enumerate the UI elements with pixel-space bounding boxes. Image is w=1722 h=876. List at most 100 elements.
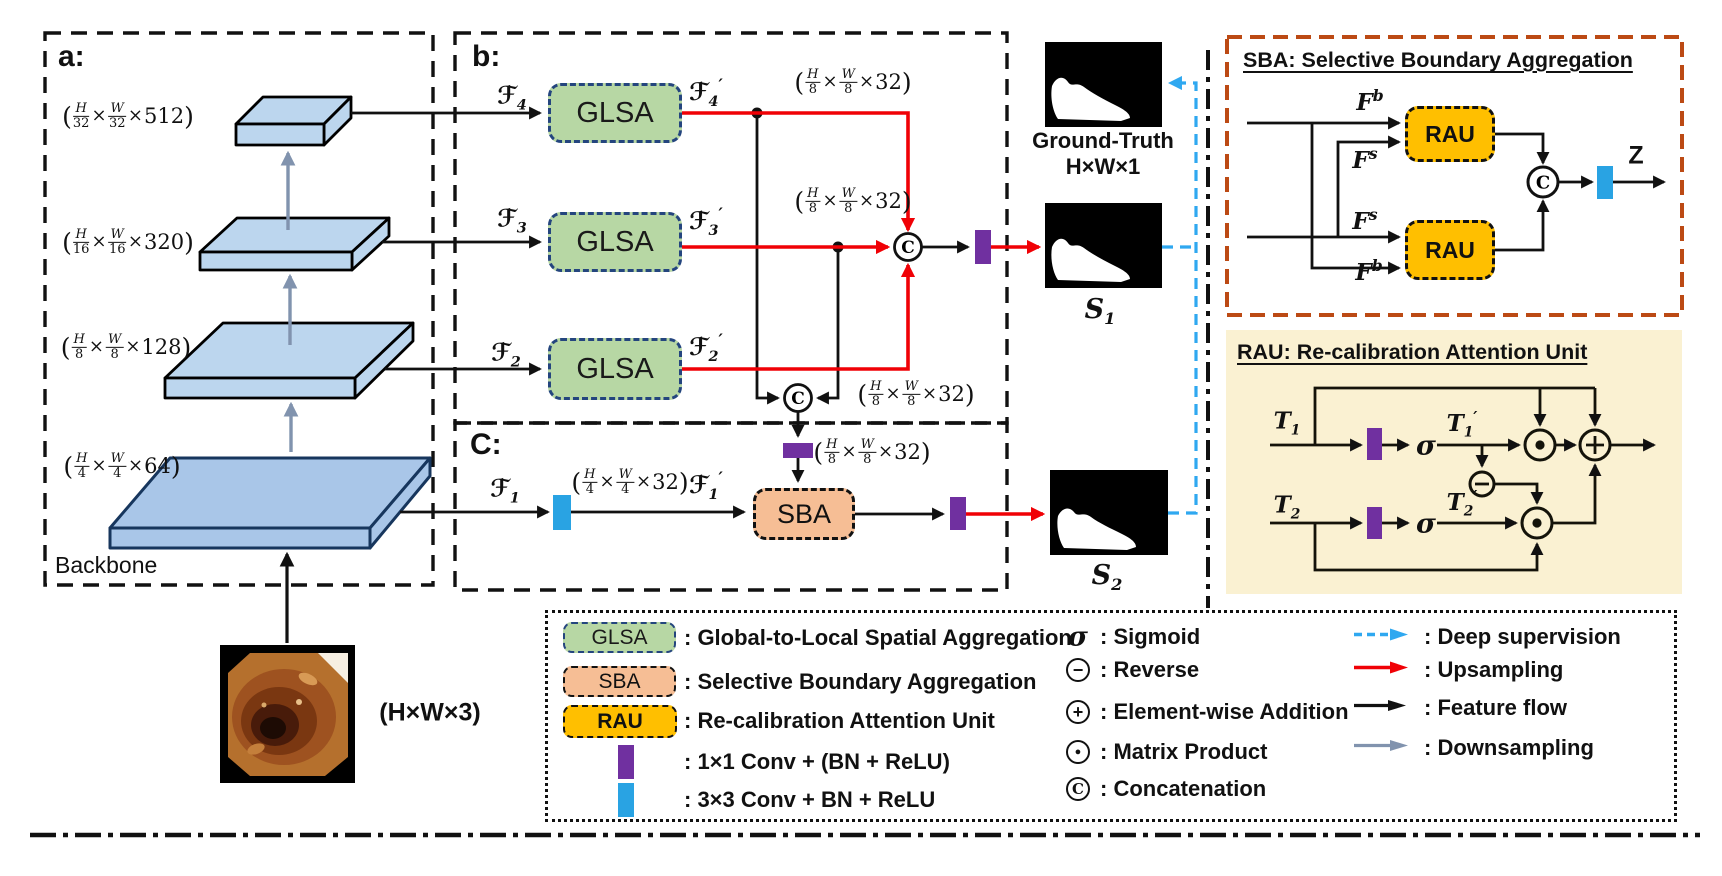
s2-label: S2 xyxy=(1091,559,1123,595)
rau-block-top-label: RAU xyxy=(1425,120,1475,147)
matrix-product-node-1 xyxy=(1523,428,1557,462)
section-a-label: a: xyxy=(58,40,85,73)
sigma-t2: σ xyxy=(1416,508,1436,540)
conv1x1-bar-s2 xyxy=(950,497,966,530)
ground-truth-image xyxy=(1045,42,1162,127)
box-c xyxy=(453,421,1009,592)
f1p-label: ℱ1′ xyxy=(689,469,723,503)
legend-conv3x3-bar xyxy=(618,783,634,817)
f4p-label: ℱ4′ xyxy=(689,76,723,110)
f1-label: ℱ1 xyxy=(490,473,520,507)
legend-box xyxy=(545,610,1677,822)
matrix-product-node-2 xyxy=(1520,506,1554,540)
rau-panel-wiring xyxy=(1270,386,1656,572)
f4-label: ℱ4 xyxy=(497,80,527,114)
concat-sba-label: C xyxy=(1536,173,1550,194)
slab-512 xyxy=(234,95,353,147)
legend-sba-desc: : Selective Boundary Aggregation xyxy=(684,669,1037,694)
legend-sba-chip: SBA xyxy=(563,666,676,697)
fs-top-label: Fs xyxy=(1352,144,1378,174)
rau-panel-bg xyxy=(1226,330,1682,594)
deep-supervision-lines xyxy=(1162,75,1198,515)
concat-b-label: C xyxy=(901,238,915,258)
z-output-label: Z xyxy=(1628,141,1644,170)
ground-truth-label: Ground-Truth xyxy=(1032,128,1174,153)
box-b xyxy=(453,31,1009,425)
fb-bottom-label: Fb xyxy=(1355,256,1383,286)
legend-rau-chip: RAU xyxy=(563,705,677,738)
addition-node xyxy=(1578,428,1612,462)
legend-reverse-desc: : Reverse xyxy=(1100,657,1200,682)
t2-prime-label: T2′ xyxy=(1446,486,1478,520)
rau-block-bottom: RAU xyxy=(1405,220,1495,280)
legend-rau-desc: : Re-calibration Attention Unit xyxy=(684,708,995,733)
legend-downsampling-desc: : Downsampling xyxy=(1424,735,1594,760)
downsampling-arrows xyxy=(280,150,299,452)
legend-addition-desc: : Element-wise Addition xyxy=(1100,699,1349,724)
sba-block: SBA xyxy=(753,488,855,540)
legend-addition-icon: + xyxy=(1066,700,1090,724)
legend-reverse-icon: − xyxy=(1066,658,1090,682)
slab-64 xyxy=(108,456,432,550)
frame-dashdot-lines xyxy=(30,50,1700,838)
glsa-block-f3: GLSA xyxy=(548,212,682,272)
fs-bottom-label: Fs xyxy=(1352,205,1378,235)
legend-deep-supervision-desc: : Deep supervision xyxy=(1424,624,1621,649)
reverse-node xyxy=(1468,470,1496,498)
f2p-label: ℱ2′ xyxy=(689,331,723,365)
glsa-block-f3-label: GLSA xyxy=(576,225,654,258)
conv3x3-bar-f1 xyxy=(553,495,571,530)
legend-upsampling-desc: : Upsampling xyxy=(1424,657,1564,682)
conv3x3-bar-sba-out xyxy=(1597,166,1613,199)
f3-label: ℱ3 xyxy=(497,203,527,237)
section-boxes xyxy=(43,31,1009,592)
section-c-label: C: xyxy=(470,428,502,461)
glsa-block-f4-label: GLSA xyxy=(576,96,654,129)
legend-feature-flow-desc: : Feature flow xyxy=(1424,695,1568,720)
conv1x1-bar-rau-t1 xyxy=(1367,428,1382,460)
rau-block-top: RAU xyxy=(1405,106,1495,162)
legend-matrix-product-icon: ● xyxy=(1066,740,1090,764)
conv1x1-bar-s1 xyxy=(975,230,991,264)
legend-glsa-desc: : Global-to-Local Spatial Aggregation xyxy=(684,625,1072,650)
legend-conv1x1-desc: : 1×1 Conv + (BN + ReLU) xyxy=(684,749,950,774)
feature-flow-arrow-icon xyxy=(1352,698,1410,719)
s1-label: S1 xyxy=(1084,293,1116,329)
legend-concat-icon: C xyxy=(1066,777,1090,801)
sigma-t1: σ xyxy=(1416,430,1436,462)
rau-block-bottom-label: RAU xyxy=(1425,236,1475,263)
conv1x1-bar-rau-t2 xyxy=(1367,507,1382,539)
concat-lower-label: C xyxy=(791,389,805,409)
glsa-block-f4: GLSA xyxy=(548,83,682,143)
input-dim-label: (H×W×3) xyxy=(379,698,481,727)
sba-panel-title: SBA: Selective Boundary Aggregation xyxy=(1243,48,1633,72)
sba-panel-wiring xyxy=(1247,116,1666,275)
legend-matrix-product-desc: : Matrix Product xyxy=(1100,739,1268,764)
legend-conv1x1-bar xyxy=(618,745,634,779)
legend-concat-desc: : Concatenation xyxy=(1100,776,1267,801)
section-b-label: b: xyxy=(472,40,501,73)
legend-conv3x3-desc: : 3×3 Conv + BN + ReLU xyxy=(684,787,936,812)
f3p-label: ℱ3′ xyxy=(689,205,723,239)
downsampling-arrow-icon xyxy=(1352,738,1410,759)
t1-prime-label: T1′ xyxy=(1446,407,1478,441)
slab-320 xyxy=(198,216,391,272)
legend-glsa-chip: GLSA xyxy=(563,622,676,653)
sba-block-label: SBA xyxy=(776,498,832,529)
feature-slabs xyxy=(108,95,432,550)
f2-label: ℱ2 xyxy=(491,337,521,371)
box-a-backbone xyxy=(43,31,435,587)
conv1x1-bar-concat xyxy=(783,443,813,458)
legend-sigma-icon: σ xyxy=(1068,621,1088,653)
backbone-label: Backbone xyxy=(55,552,158,578)
